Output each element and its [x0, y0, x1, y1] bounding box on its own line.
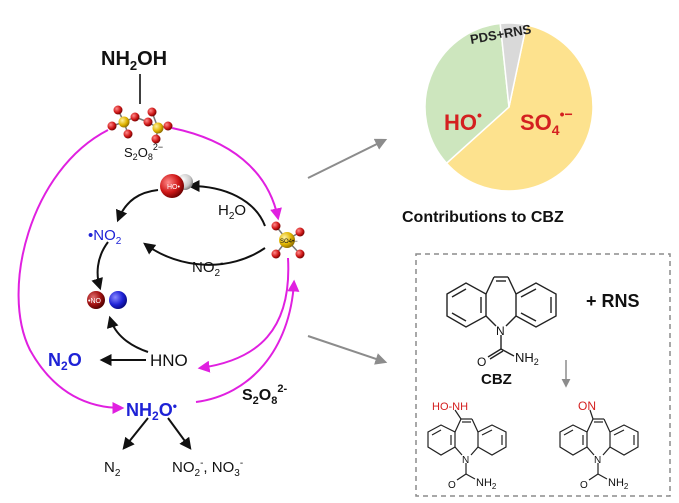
magenta-arrow-to-so4 — [171, 127, 282, 221]
product-on-structure — [559, 409, 639, 481]
n2-product-label: N2 — [104, 459, 121, 479]
gray-arrow-to-pie — [307, 138, 388, 179]
hno-label: HNO — [150, 351, 188, 370]
product2-n-atom: N — [594, 455, 601, 466]
nh2oh-label: NH2OH — [101, 48, 167, 73]
n2o-label: N2O — [48, 350, 82, 373]
plus-rns-label: + RNS — [586, 291, 640, 311]
nh2o-radical-label: NH2O• — [126, 399, 177, 423]
s2o8-molecule-label: S2O82− — [124, 142, 163, 162]
pie-slice-ho — [424, 22, 510, 165]
magenta-arrow-from-nh2o — [195, 279, 300, 403]
so4-radical-atom: SO4•− — [271, 221, 305, 259]
no2-minus-label: NO2- — [192, 258, 223, 279]
product1-o-atom: O — [448, 480, 456, 491]
cbz-o-atom: O — [477, 355, 486, 369]
arrow-nh2o-to-n2 — [122, 417, 149, 450]
arrow-so4-to-no2 — [143, 242, 266, 266]
pie-ho-label: HO• — [444, 107, 482, 135]
product1-n-atom: N — [462, 455, 469, 466]
arrow-no2-to-no — [91, 241, 109, 291]
gray-arrow-to-box — [307, 335, 388, 365]
product2-nh2-group: NH2 — [608, 477, 629, 491]
arrow-ho-to-no2 — [115, 189, 159, 223]
cbz-nh2-group: NH2 — [515, 350, 539, 367]
no2-no3-product-label: NO2-, NO3- — [172, 458, 243, 479]
pie-so4-label: SO4•− — [520, 106, 573, 138]
arrow-hno-to-no — [106, 315, 149, 353]
s2o8-right-label: S2O82- — [242, 383, 287, 407]
no-radical-atom: •NO — [87, 291, 127, 309]
s2o8-molecule — [107, 105, 173, 144]
product1-nh2-group: NH2 — [476, 477, 497, 491]
cbz-n-atom: N — [496, 324, 505, 338]
magenta-arrow-to-nh2o — [17, 129, 125, 414]
arrow-h2o-to-ho — [187, 180, 266, 227]
pie-slice-pds-rns — [499, 22, 528, 108]
contribution-pie — [424, 22, 594, 192]
product2-o-atom: O — [580, 480, 588, 491]
product-ho-nh-label: HO-NH — [432, 401, 468, 413]
pie-slice-so4 — [445, 23, 594, 192]
h2o-label: H2O — [218, 202, 246, 222]
svg-text:SO4•−: SO4•− — [280, 239, 298, 245]
product-on-label: ON — [578, 399, 596, 413]
reaction-box — [415, 253, 671, 497]
ho-radical-atom: HO• — [160, 174, 193, 198]
no2-radical-label: •NO2 — [88, 227, 122, 247]
pie-title: Contributions to CBZ — [402, 209, 564, 226]
cbz-label: CBZ — [481, 371, 512, 388]
arrow-nh2o-to-no2-no3 — [167, 417, 192, 450]
svg-text:HO•: HO• — [167, 184, 181, 191]
product-ho-nh-structure — [427, 409, 507, 481]
cbz-structure — [446, 276, 557, 360]
svg-text:•NO: •NO — [88, 298, 102, 305]
